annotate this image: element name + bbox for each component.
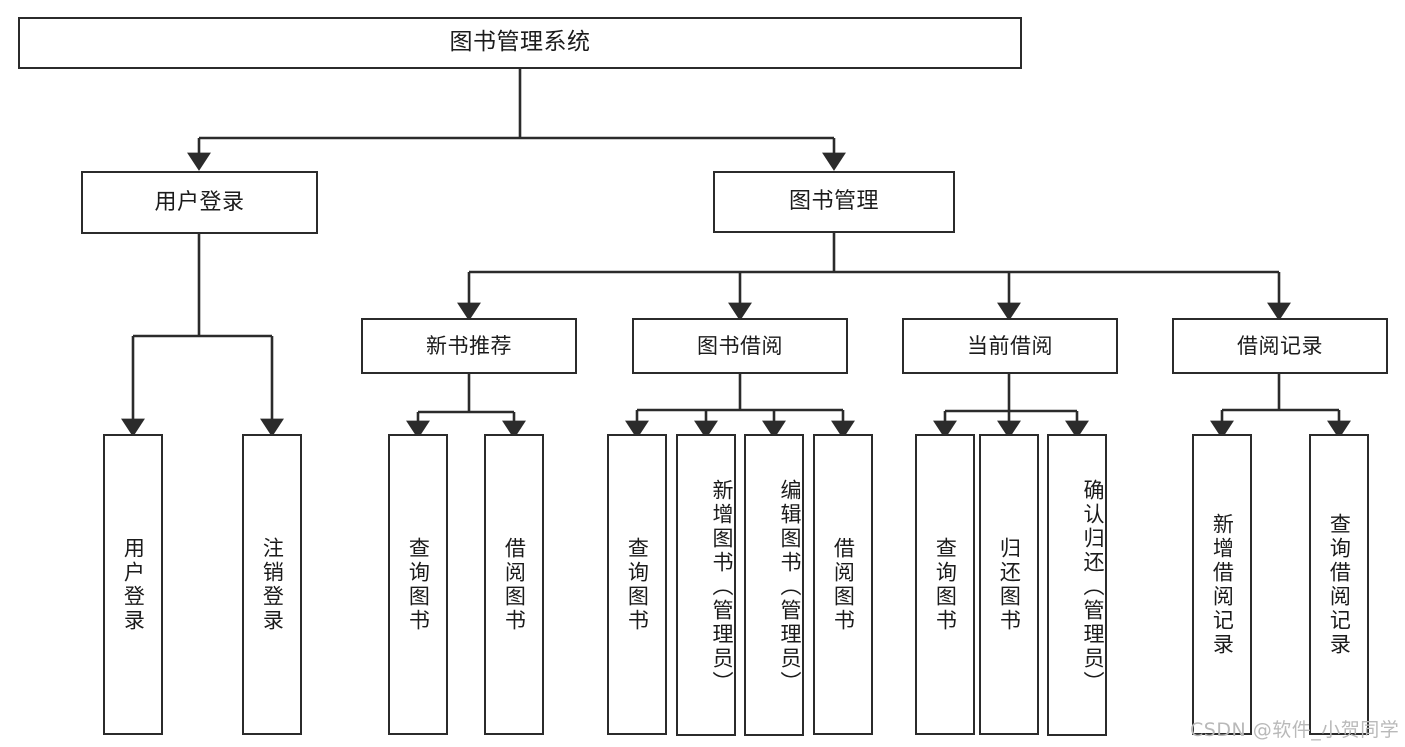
leaf-new-book-borrow[interactable]: 借阅图书 <box>484 434 544 735</box>
node-label: 新增图书（管理员） <box>710 479 734 695</box>
node-book-borrow[interactable]: 图书借阅 <box>632 318 848 374</box>
node-label: 查询图书 <box>406 536 431 633</box>
watermark-text: CSDN @软件_小贺同学 <box>1190 719 1400 741</box>
leaf-borrow-record-query[interactable]: 查询借阅记录 <box>1309 434 1369 735</box>
leaf-user-login-logout[interactable]: 注销登录 <box>242 434 302 735</box>
node-label: 借阅记录 <box>1237 333 1323 358</box>
node-book-management[interactable]: 图书管理 <box>713 171 955 233</box>
node-label: 用户登录 <box>154 189 245 215</box>
node-label: 图书借阅 <box>697 333 783 358</box>
node-label: 用户登录 <box>121 536 146 633</box>
leaf-book-borrow-edit[interactable]: 编辑图书（管理员） <box>744 434 804 736</box>
node-label: 注销登录 <box>260 536 285 633</box>
leaf-book-borrow-query[interactable]: 查询图书 <box>607 434 667 735</box>
leaf-borrow-record-add[interactable]: 新增借阅记录 <box>1192 434 1252 735</box>
node-label: 查询图书 <box>933 536 958 633</box>
leaf-current-borrow-query[interactable]: 查询图书 <box>915 434 975 735</box>
leaf-book-borrow-borrow[interactable]: 借阅图书 <box>813 434 873 735</box>
leaf-new-book-query[interactable]: 查询图书 <box>388 434 448 735</box>
node-label: 新增借阅记录 <box>1210 512 1235 657</box>
node-label: 当前借阅 <box>967 333 1053 358</box>
node-label: 借阅图书 <box>502 536 527 633</box>
leaf-current-borrow-confirm[interactable]: 确认归还（管理员） <box>1047 434 1107 736</box>
leaf-book-borrow-add[interactable]: 新增图书（管理员） <box>676 434 736 736</box>
leaf-current-borrow-return[interactable]: 归还图书 <box>979 434 1039 735</box>
node-label: 图书管理系统 <box>449 29 591 56</box>
node-new-book-recommend[interactable]: 新书推荐 <box>361 318 577 374</box>
node-label: 查询图书 <box>625 536 650 633</box>
leaf-user-login-login[interactable]: 用户登录 <box>103 434 163 735</box>
node-label: 新书推荐 <box>426 333 512 358</box>
node-label: 编辑图书（管理员） <box>778 479 802 695</box>
node-user-login[interactable]: 用户登录 <box>81 171 318 234</box>
node-label: 确认归还（管理员） <box>1081 479 1105 695</box>
node-root-system[interactable]: 图书管理系统 <box>18 17 1022 69</box>
node-label: 借阅图书 <box>831 536 856 633</box>
node-label: 归还图书 <box>997 536 1022 633</box>
node-label: 图书管理 <box>788 189 879 215</box>
node-current-borrow[interactable]: 当前借阅 <box>902 318 1118 374</box>
node-label: 查询借阅记录 <box>1327 512 1352 657</box>
node-borrow-record[interactable]: 借阅记录 <box>1172 318 1388 374</box>
